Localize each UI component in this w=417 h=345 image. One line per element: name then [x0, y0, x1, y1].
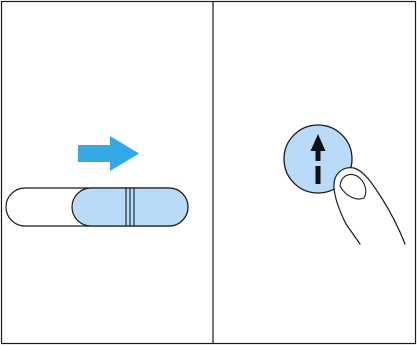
- right-arrow-icon: [78, 136, 139, 171]
- panel-left: [6, 136, 188, 226]
- switch-knob[interactable]: [72, 188, 188, 226]
- panel-right: [284, 125, 405, 244]
